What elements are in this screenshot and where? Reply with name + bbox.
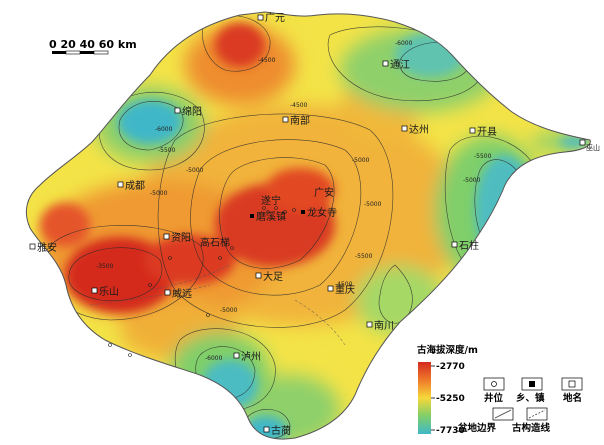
well-symbol-icon: [491, 381, 497, 387]
place-names: 广元 通江 绵阳 南部 达州 开县 巫山 成都 遂宁 磨溪镇 龙女寺 广安 雅安…: [29, 12, 600, 437]
contour-label: -5000: [364, 201, 382, 208]
place-dazhou: 达州: [409, 124, 429, 136]
contour-label: -5500: [158, 147, 176, 154]
legend-colorbar: [418, 362, 431, 434]
boundary-symbol-icon: [494, 409, 512, 419]
place-yaan: 雅安: [37, 241, 57, 254]
fault-symbol-icon: [528, 409, 546, 419]
contour-label: -4500: [335, 281, 353, 288]
legend-min: -7730: [436, 426, 465, 436]
place-moxizhen: 磨溪镇: [256, 210, 286, 223]
place-gaoshiti: 高石梯: [200, 236, 230, 249]
contour-label: -5000: [220, 307, 238, 314]
place-wushan: 巫山: [586, 143, 600, 152]
place-guangan: 广安: [314, 186, 334, 199]
legend-place: 地名: [563, 392, 582, 404]
legend-town: 乡、镇: [516, 392, 545, 404]
legend-fault: 古构造线: [512, 422, 551, 434]
contour-label: -5500: [355, 253, 373, 260]
place-tongjiang: 通江: [390, 59, 410, 71]
contour-label: -5000: [150, 190, 168, 197]
place-chengdu: 成都: [125, 180, 145, 192]
place-guangyuan: 广元: [265, 12, 285, 24]
legend-well: 井位: [484, 392, 504, 404]
place-luzhou: 泸州: [241, 351, 261, 363]
scale-bar-label: 0 20 40 60 km: [49, 38, 137, 51]
scale-bar: 0 20 40 60 km: [49, 38, 137, 55]
place-kaixian: 开县: [477, 126, 497, 138]
place-longnvsi: 龙女寺: [307, 206, 337, 219]
legend-boundary: 盆地边界: [457, 422, 497, 434]
place-dazu: 大足: [263, 270, 283, 283]
place-nanbu: 南部: [290, 114, 310, 127]
contour-label: -6000: [205, 355, 223, 362]
legend-title: 古海拔深度/m: [417, 344, 478, 356]
place-ziyang: 资阳: [171, 232, 191, 244]
contour-label: -5000: [352, 157, 370, 164]
place-gulin: 古蔺: [271, 424, 291, 437]
place-shizhu: 石柱: [459, 239, 479, 252]
contour-label: -5000: [186, 167, 204, 174]
legend-mid: -5250: [436, 394, 465, 404]
place-symbol-icon: [568, 380, 576, 388]
contour-label: -5500: [474, 153, 492, 160]
legend: 古海拔深度/m -2770 -5250 -7730 井位 乡、镇 地名 盆地边界…: [417, 344, 583, 436]
contour-label: -4500: [258, 57, 276, 64]
contour-label-group: -4500 -6000 -6000 -5500 -5000 -5000 -450…: [96, 40, 492, 362]
well-markers: [108, 206, 296, 357]
place-weiyuan: 威远: [172, 287, 192, 300]
place-chongqing: 重庆: [335, 283, 355, 296]
contour-label: -4500: [290, 102, 308, 109]
place-mianyang: 绵阳: [182, 105, 202, 118]
place-suining: 遂宁: [261, 194, 281, 207]
fault-lines: [89, 264, 346, 346]
contour-label: -6000: [395, 40, 413, 47]
contour-label: -6000: [155, 126, 173, 133]
contour-label: -5000: [463, 177, 481, 184]
legend-max: -2770: [436, 362, 465, 372]
place-nanchuan: 南川: [374, 319, 394, 332]
town-symbol-icon: [529, 381, 535, 387]
place-leshan: 乐山: [99, 286, 119, 298]
contour-label: -3500: [96, 263, 114, 270]
